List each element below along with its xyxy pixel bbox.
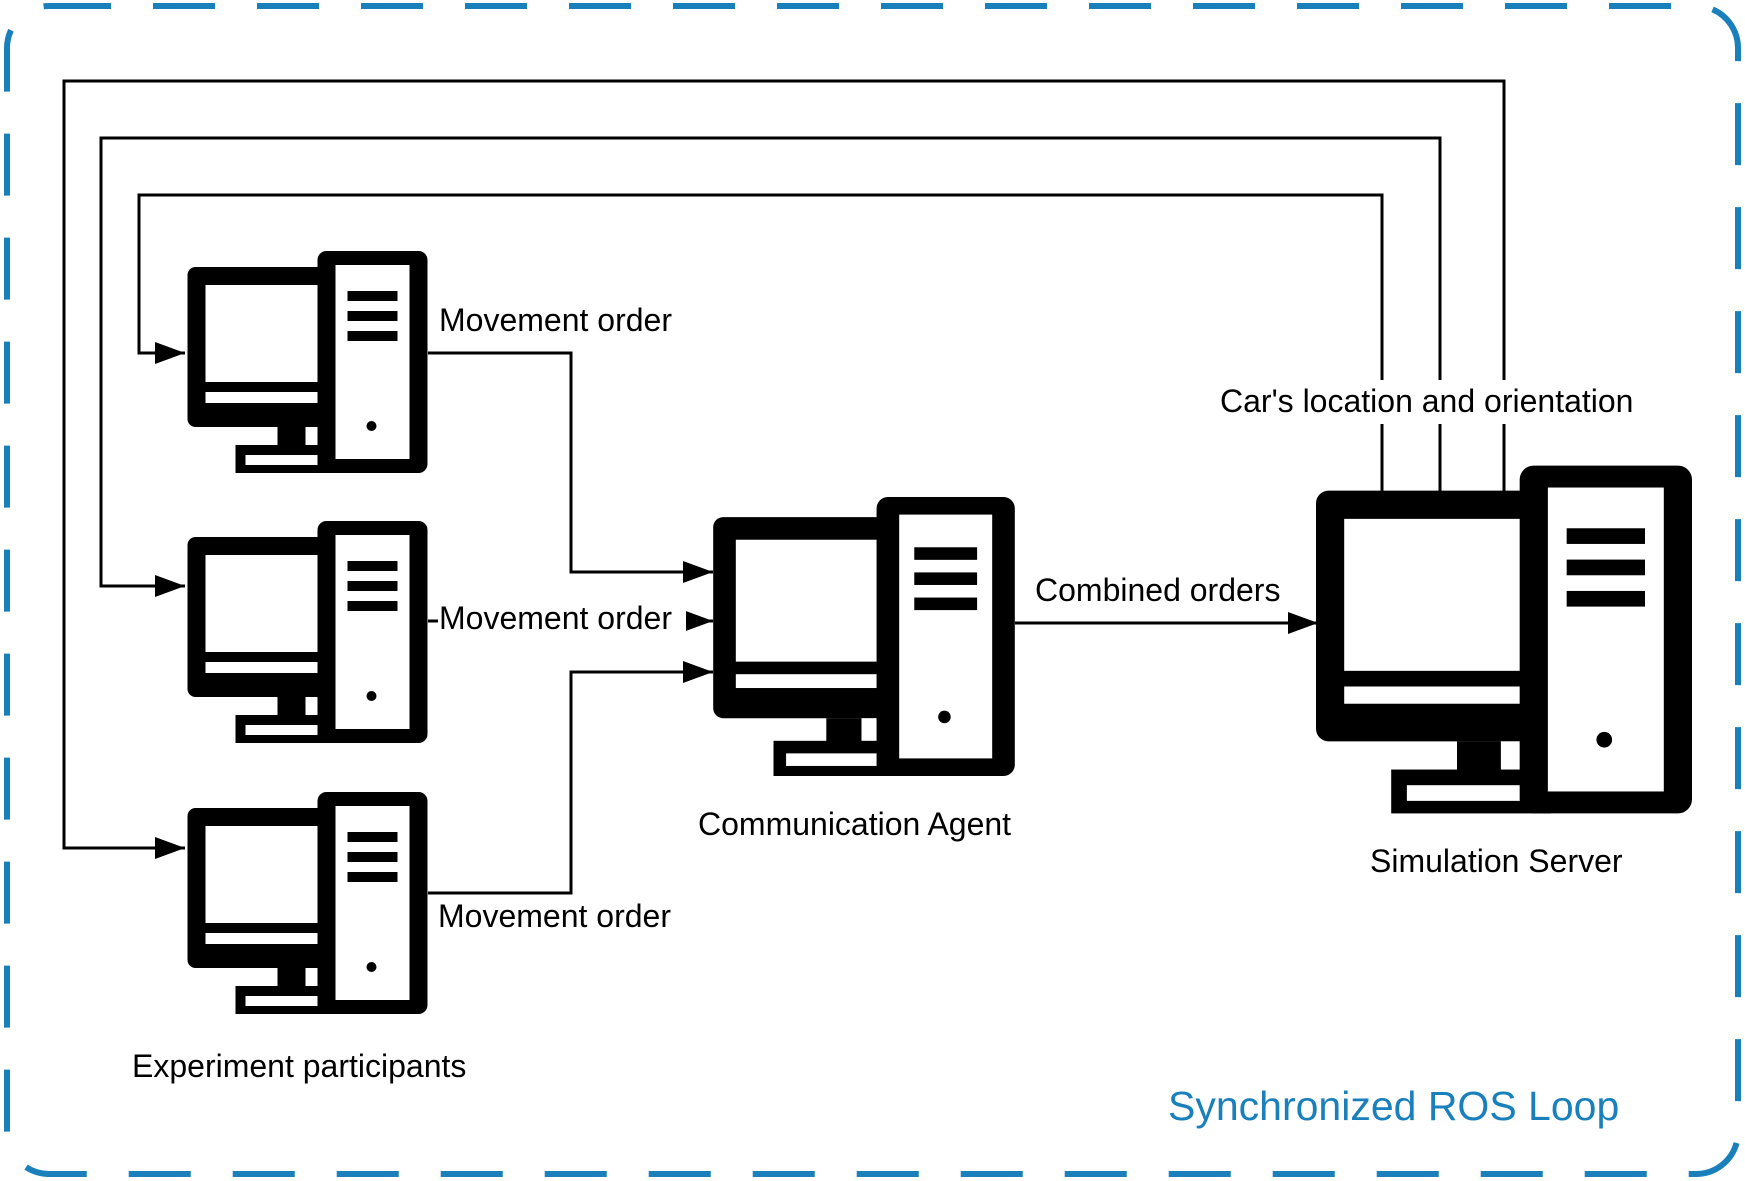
participant-computer-1[interactable] [187, 251, 428, 473]
movement-line-1 [428, 351, 713, 583]
feedback-line-participant-3 [62, 79, 1506, 859]
communication-agent-label: Communication Agent [698, 806, 1011, 842]
movement-order-label-1: Movement order [439, 302, 672, 338]
simulation-server-computer[interactable] [1316, 465, 1692, 814]
label-mask-movement-2 [438, 598, 686, 638]
participant-computer-3[interactable] [187, 792, 428, 1014]
frame-title: Synchronized ROS Loop [1168, 1083, 1619, 1129]
feedback-line-participant-2 [99, 136, 1442, 597]
feedback-connectors [62, 79, 1506, 859]
movement-line-3 [428, 661, 713, 895]
combined-orders-label: Combined orders [1035, 572, 1280, 608]
communication-agent-computer[interactable] [713, 497, 1015, 776]
movement-order-label-2: Movement order [439, 600, 672, 636]
feedback-line-participant-1 [137, 193, 1384, 496]
loop-frame [4, 3, 1741, 1177]
participant-computer-2[interactable] [187, 521, 428, 743]
participants-label: Experiment participants [132, 1048, 466, 1084]
simulation-server-label: Simulation Server [1370, 843, 1623, 879]
feedback-label: Car's location and orientation [1220, 383, 1633, 419]
movement-order-label-3: Movement order [438, 898, 671, 934]
label-mask-feedback [1218, 380, 1658, 424]
